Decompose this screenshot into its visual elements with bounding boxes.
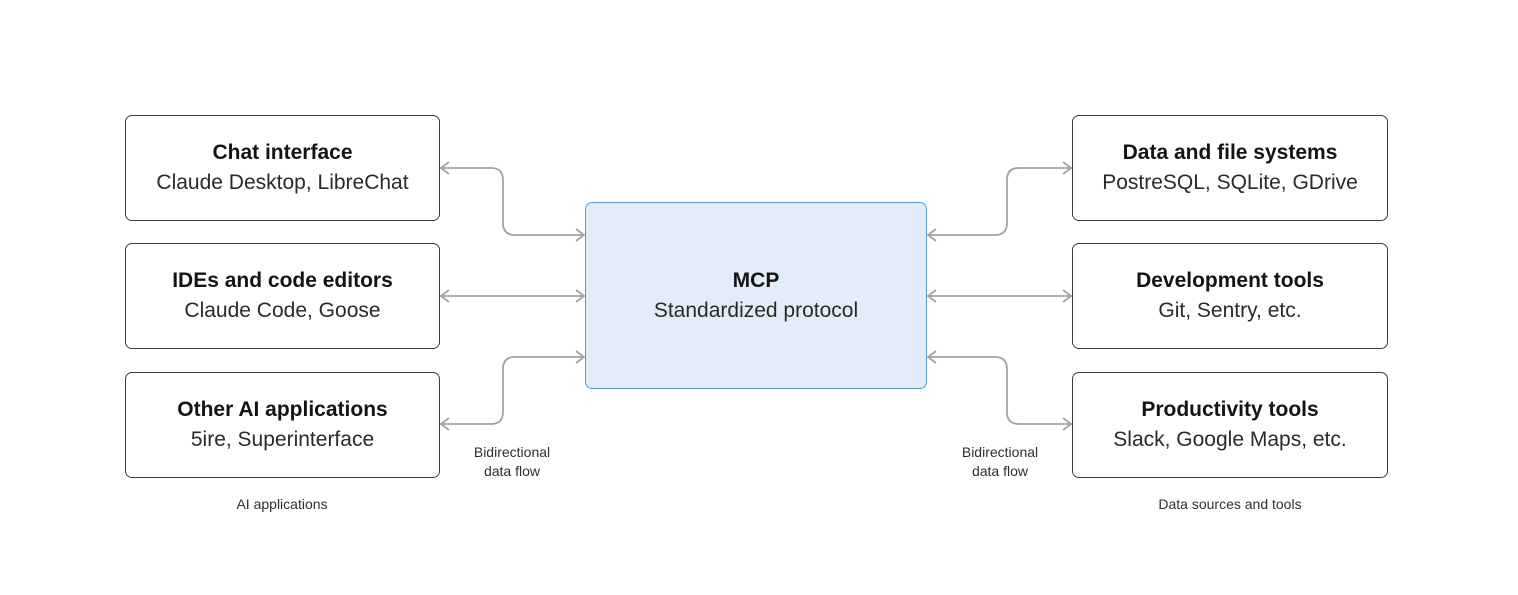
mcp-subtitle: Standardized protocol: [653, 298, 859, 322]
box-subtitle: Claude Desktop, LibreChat: [156, 171, 409, 194]
flow-label-line2: data flow: [971, 463, 1029, 479]
connector-line: [441, 167, 584, 236]
box-title: Chat interface: [212, 141, 353, 164]
connector-line: [441, 356, 584, 425]
left-connector-ide: [439, 289, 586, 303]
box-subtitle: Git, Sentry, etc.: [1158, 299, 1302, 322]
box-title: Development tools: [1136, 269, 1324, 292]
arrowhead-icon: [575, 228, 586, 242]
box-other-ai-applications: Other AI applications 5ire, Superinterfa…: [125, 372, 440, 478]
right-connector-dev: [926, 289, 1073, 303]
mcp-center-box: MCP Standardized protocol: [585, 202, 927, 389]
arrowhead-icon: [439, 161, 450, 175]
flow-label-line2: data flow: [483, 463, 541, 479]
arrowhead-icon: [926, 289, 937, 303]
box-development-tools: Development tools Git, Sentry, etc.: [1072, 243, 1388, 349]
right-connector-productivity: [926, 350, 1073, 431]
box-title: Data and file systems: [1122, 141, 1338, 164]
flow-label-line1: Bidirectional: [961, 444, 1039, 460]
arrowhead-icon: [439, 417, 450, 431]
box-title: IDEs and code editors: [172, 269, 393, 292]
box-data-file-systems: Data and file systems PostreSQL, SQLite,…: [1072, 115, 1388, 221]
box-subtitle: 5ire, Superinterface: [190, 428, 375, 451]
arrowhead-icon: [926, 350, 937, 364]
box-title: Other AI applications: [177, 398, 388, 421]
left-flow-label: Bidirectional data flow: [452, 443, 572, 481]
connector-line: [928, 167, 1071, 236]
arrowhead-icon: [926, 228, 937, 242]
left-group-label: AI applications: [236, 496, 328, 512]
box-subtitle: PostreSQL, SQLite, GDrive: [1102, 171, 1358, 194]
connector-line: [928, 356, 1071, 425]
arrowhead-icon: [1062, 161, 1073, 175]
arrowhead-icon: [575, 289, 586, 303]
box-productivity-tools: Productivity tools Slack, Google Maps, e…: [1072, 372, 1388, 478]
right-connector-data: [926, 161, 1073, 242]
right-group-label: Data sources and tools: [1158, 496, 1302, 512]
box-chat-interface: Chat interface Claude Desktop, LibreChat: [125, 115, 440, 221]
left-connector-other: [439, 350, 586, 431]
box-subtitle: Claude Code, Goose: [184, 299, 381, 322]
left-connector-chat: [439, 161, 586, 242]
mcp-title: MCP: [732, 268, 780, 292]
right-flow-label: Bidirectional data flow: [940, 443, 1060, 481]
arrowhead-icon: [1062, 417, 1073, 431]
box-subtitle: Slack, Google Maps, etc.: [1113, 428, 1347, 451]
flow-label-line1: Bidirectional: [473, 444, 551, 460]
box-title: Productivity tools: [1141, 398, 1319, 421]
arrowhead-icon: [1062, 289, 1073, 303]
arrowhead-icon: [575, 350, 586, 364]
box-ides-code-editors: IDEs and code editors Claude Code, Goose: [125, 243, 440, 349]
arrowhead-icon: [439, 289, 450, 303]
